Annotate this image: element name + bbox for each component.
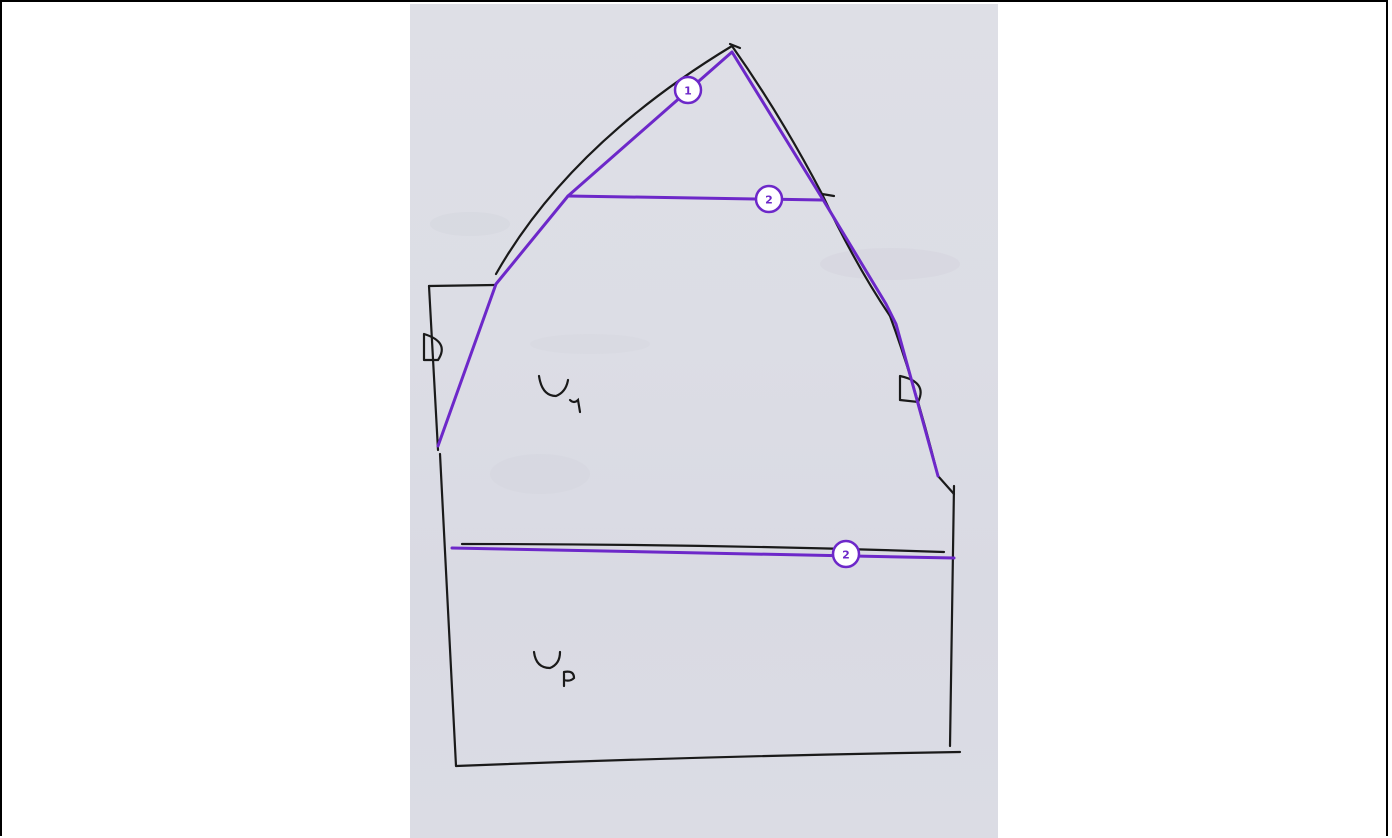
- ink-left-wall: [438, 452, 458, 768]
- marker-label: 1: [684, 85, 692, 98]
- ink-letter-u-upper: [537, 374, 570, 398]
- ink-subscript-r: [568, 397, 582, 414]
- paper-smudge: [490, 454, 590, 494]
- paper-smudge: [530, 334, 650, 354]
- paper-background: [410, 4, 998, 838]
- ink-middle-line: [460, 542, 946, 554]
- marker-label: 2: [842, 549, 850, 562]
- paper-smudge: [820, 248, 960, 280]
- ink-drawing: [422, 42, 962, 768]
- paper-smudge: [430, 212, 510, 236]
- overlay-lower-horizontal: [450, 546, 956, 560]
- ink-roof-left-curve: [494, 44, 734, 276]
- marker-circle: [831, 539, 861, 569]
- overlay-marker-2b: 2: [831, 539, 861, 569]
- ink-right-wall: [948, 484, 956, 748]
- ink-letter-d-left: [422, 332, 443, 362]
- marker-label: 2: [765, 194, 773, 207]
- marker-circle: [673, 75, 703, 105]
- ink-subscript-p: [562, 670, 576, 688]
- ink-left-box-side: [427, 284, 440, 452]
- ink-right-tick: [936, 474, 956, 496]
- overlay-marker-1: 1: [673, 75, 703, 105]
- ink-bottom: [454, 750, 962, 768]
- ink-letter-u-lower: [532, 650, 562, 670]
- ink-left-box-top: [427, 283, 497, 288]
- overlay-upper-horizontal: [566, 194, 824, 202]
- marker-circle: [754, 184, 784, 214]
- sketch-canvas: 1 2 2: [410, 4, 998, 838]
- ink-apex-tick: [728, 42, 742, 50]
- sketch-photo: 1 2 2: [410, 4, 998, 838]
- ink-roof-tick: [820, 192, 836, 198]
- overlay-marker-2a: 2: [754, 184, 784, 214]
- overlay-roof-outline: [436, 50, 940, 478]
